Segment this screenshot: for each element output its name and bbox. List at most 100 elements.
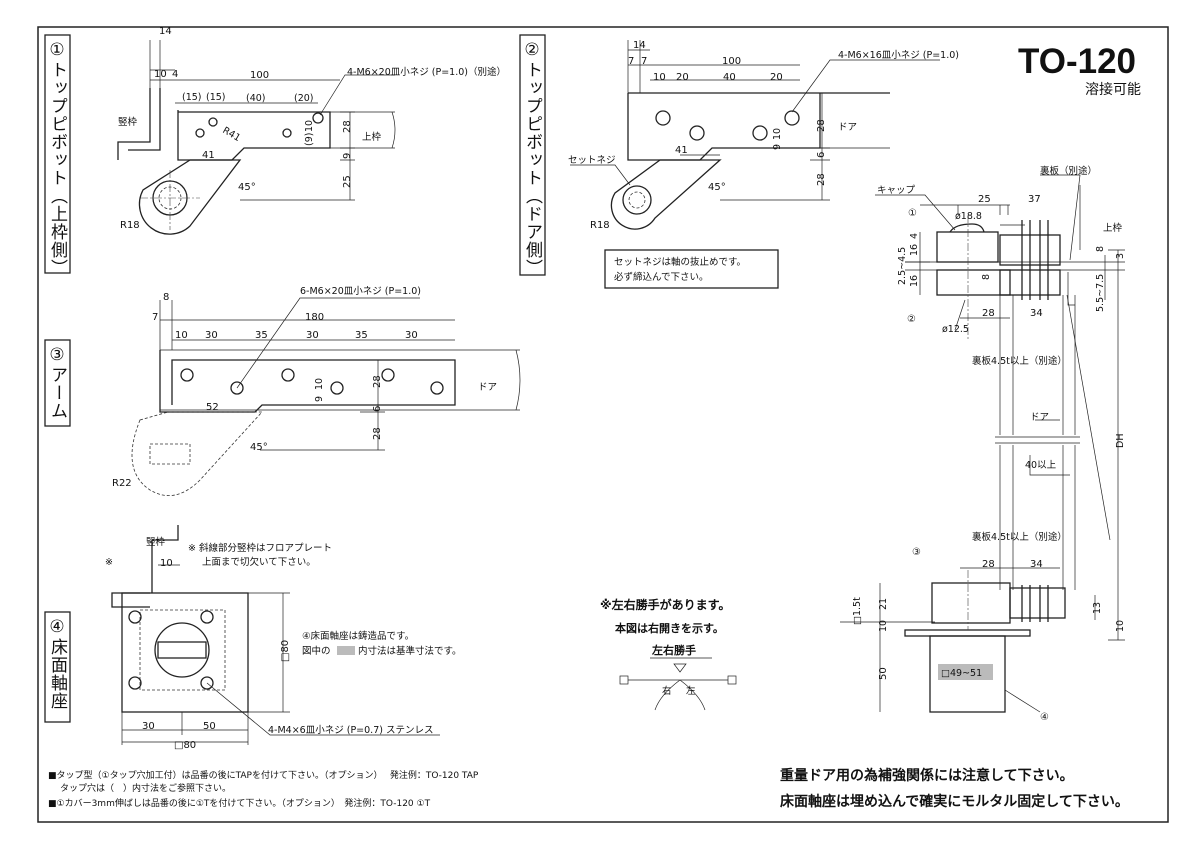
dimension-label: 45° (238, 182, 256, 193)
dimension-label: 14 (633, 40, 646, 51)
dimension-label: 上枠 (362, 131, 382, 143)
dimension-label: 10 (154, 69, 167, 80)
dimension-label: 30 (205, 330, 218, 341)
warning-reinforcement: 重量ドア用の為補強関係には注意して下さい。 (780, 767, 1074, 784)
dimension-label: ①トップピボット（上枠側） (47, 40, 68, 277)
warning-mortar: 床面軸座は埋め込んで確実にモルタル固定して下さい。 (780, 793, 1129, 810)
dimension-label: 21 (878, 598, 889, 610)
dimension-label: 本図は右開きを示す。 (615, 621, 724, 635)
dimension-label: 10 (175, 330, 188, 341)
dimension-label: 6-M6×20皿小ネジ (P=1.0) (300, 286, 421, 297)
dimension-label: ø12.5 (942, 324, 969, 335)
dimension-label: 8 (163, 292, 169, 303)
dimension-label: ※左右勝手があります。 (600, 597, 730, 612)
dimension-label: 28 (982, 559, 995, 570)
dimension-label: 28 (372, 375, 383, 388)
dimension-label: (20) (294, 93, 314, 104)
dimension-label: 35 (355, 330, 368, 341)
dimension-label: 左右勝手 (651, 643, 696, 657)
dimension-label: 10 (160, 558, 173, 569)
dimension-label: 上枠 (1103, 222, 1123, 234)
set-screw-note-box (604, 249, 779, 289)
dimension-label: □80 (280, 640, 291, 662)
section-4-dimensions: 竪枠 ※ 10 ※ 斜線部分竪枠はフロアプレート 上面まで切欠いて下さい。 ④床… (105, 536, 462, 751)
section-title-1: ①トップピボット（上枠側） (44, 34, 71, 277)
dimension-label: 100 (722, 56, 741, 67)
dimension-label: 16 (909, 244, 920, 256)
dimension-label: 41 (675, 145, 688, 156)
dimension-label: 8 (1095, 246, 1106, 252)
dimension-label: ドア (478, 382, 497, 393)
dimension-label: 30 (405, 330, 418, 341)
dimension-label: ① (908, 208, 917, 219)
dimension-label: 45° (708, 182, 726, 193)
dimension-label: 10 (772, 128, 783, 140)
dimension-label: 13 (1092, 602, 1103, 614)
set-screw-note-line-1: セットネジは軸の抜止めです。 (614, 256, 746, 268)
dimension-label: 28 (342, 120, 353, 133)
dimension-label: 10 (304, 120, 315, 132)
dimension-label: 10 (1115, 620, 1126, 632)
dimension-label: 右 (662, 685, 672, 697)
handedness-note: ※左右勝手があります。 本図は右開きを示す。 左右勝手 右 左 (600, 597, 737, 711)
dimension-label: (40) (246, 93, 266, 104)
dimension-label: 左 (686, 685, 696, 697)
dimension-label: 50 (878, 667, 889, 680)
dimension-label: 100 (250, 70, 269, 81)
dimension-label: ø18.8 (955, 211, 982, 222)
dimension-label: ③アーム (47, 345, 67, 420)
dimension-label: 25 (978, 194, 991, 205)
dimension-label: 裏板（別途） (1040, 165, 1097, 177)
dimension-label: □1.5t (852, 597, 863, 625)
dimension-label: 30 (142, 721, 155, 732)
section-title-4: ④床面軸座 (44, 611, 71, 723)
dimension-label: 4-M6×20皿小ネジ (P=1.0)（別途） (347, 66, 506, 78)
dimension-label: R18 (590, 220, 610, 231)
dimension-label: 裏板4.5t以上（別途） (972, 531, 1067, 543)
dimension-label: 7 (152, 312, 158, 323)
dimension-label: DH (1115, 434, 1126, 448)
dimension-label: 16 (909, 275, 920, 287)
model-title: TO-120 (1018, 42, 1136, 81)
section-title-2: ②トップピボット（ドア側） (519, 34, 546, 277)
dimension-label: 37 (1028, 194, 1041, 205)
dimension-label: 竪枠 (118, 116, 138, 128)
dimension-label: ※ 斜線部分竪枠はフロアプレート (188, 542, 332, 554)
dimension-label: ②トップピボット（ドア側） (522, 40, 543, 277)
dimension-label: 10 (878, 620, 889, 632)
dimension-label: 8 (981, 274, 992, 280)
dimension-label: 40以上 (1025, 460, 1057, 471)
dimension-label: 4-M4×6皿小ネジ (P=0.7) ステンレス (268, 725, 433, 736)
dimension-label: 52 (206, 402, 219, 413)
dimension-label: 4 (909, 233, 920, 239)
dimension-label: ドア (838, 122, 857, 133)
set-screw-note-line-2: 必ず締込んで下さい。 (614, 271, 709, 283)
dimension-label: 内寸法は基準寸法です。 (358, 645, 462, 657)
dimension-label: ④床面軸座は鋳造品です。 (302, 630, 414, 642)
dimension-label: 5.5~7.5 (1095, 274, 1106, 312)
dimension-label: ④ (1040, 712, 1049, 723)
dimension-label: 7 (641, 56, 647, 67)
dimension-label: 41 (202, 150, 215, 161)
dimension-label: キャップ (877, 185, 916, 196)
dimension-label: 20 (770, 72, 783, 83)
note-cover-extension: ■①カバー3mm伸ばしは品番の後に①Tを付けて下さい。（オプション） 発注例：T… (48, 797, 431, 809)
dimension-label: 35 (255, 330, 268, 341)
dimension-label: ドア (1030, 412, 1049, 423)
model-subtitle: 溶接可能 (1085, 81, 1141, 98)
dimension-label: 14 (159, 26, 172, 37)
dimension-label: (15) (206, 92, 226, 103)
dimension-label: 裏板4.5t以上（別途） (972, 355, 1067, 367)
dimension-label: ③ (912, 547, 921, 558)
top-pivot-frame-side-drawing (117, 40, 396, 235)
dimension-label: 6 (372, 406, 383, 412)
section-2-dimensions: 14 7 7 100 10 20 40 20 4-M6×16皿小ネジ (P=1.… (568, 40, 959, 283)
arm-drawing (131, 297, 521, 497)
dimension-label: 28 (372, 427, 383, 440)
dimension-label: 上面まで切欠いて下さい。 (202, 556, 316, 568)
section-title-3: ③アーム (44, 339, 71, 427)
dimension-label: セットネジ (568, 155, 616, 166)
dimension-label: 4 (172, 69, 178, 80)
note-tap-type: ■タップ型（①タップ穴加工付）は品番の後にTAPを付けて下さい。（オプション） … (48, 769, 479, 781)
